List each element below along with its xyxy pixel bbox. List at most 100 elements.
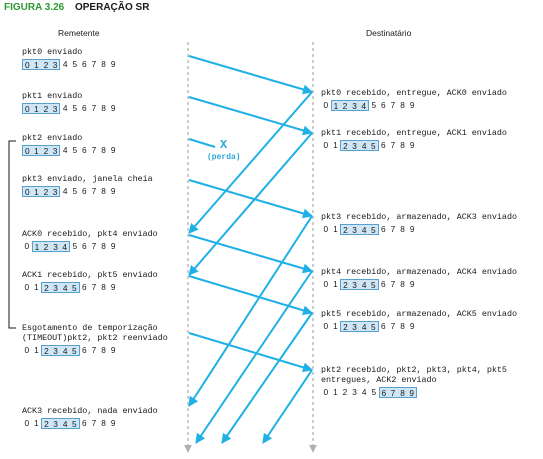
receiver-event-text: pkt1 recebido, entregue, ACK1 enviado <box>321 128 507 138</box>
sequence-number: 4 <box>62 186 68 196</box>
sequence-number: 2 <box>340 100 350 111</box>
sequence-number: 2 <box>41 282 51 293</box>
sequence-number: 5 <box>72 103 78 113</box>
sequence-number: 0 <box>323 100 329 110</box>
sequence-number: 7 <box>91 145 97 155</box>
sequence-number: 2 <box>340 224 350 235</box>
sequence-number: 0 <box>323 224 329 234</box>
sequence-number: 8 <box>101 103 106 113</box>
sequence-number: 4 <box>359 321 369 332</box>
sequence-number: 9 <box>110 241 116 251</box>
sequence-number: 6 <box>82 145 87 155</box>
sequence-number: 4 <box>361 387 367 397</box>
sequence-number: 8 <box>101 345 106 355</box>
sequence-number: 5 <box>368 140 379 151</box>
sequence-number: 6 <box>381 140 386 150</box>
loss-mark: X <box>220 138 228 152</box>
sequence-number: 4 <box>359 140 369 151</box>
sequence-number: 8 <box>101 186 106 196</box>
sequence-number: 8 <box>101 59 106 69</box>
sequence-number: 8 <box>400 224 405 234</box>
pkt2-resend-arrow <box>188 332 313 373</box>
sequence-number: 9 <box>409 140 415 150</box>
sequence-number: 5 <box>69 345 80 356</box>
sequence-number: 3 <box>349 224 360 235</box>
sequence-number: 1 <box>31 186 42 197</box>
sequence-number: 9 <box>110 186 116 196</box>
sequence-number: 5 <box>368 321 379 332</box>
sequence-number: 9 <box>409 100 415 110</box>
sender-event-text: ACK1 recebido, pkt5 enviado <box>22 270 158 280</box>
sequence-number: 2 <box>340 279 350 290</box>
sequence-number: 2 <box>41 345 51 356</box>
sequence-number: 0 <box>323 140 329 150</box>
sender-event-text: ACK3 recebido, nada enviado <box>22 406 158 416</box>
sequence-number: 0 <box>24 282 30 292</box>
ack4-arrow <box>195 270 313 444</box>
sender-event-text: ACK0 recebido, pkt4 enviado <box>22 229 158 239</box>
sequence-number: 7 <box>91 59 97 69</box>
sequence-number: 7 <box>91 241 97 251</box>
sequence-number: 8 <box>397 387 408 398</box>
sequence-number: 3 <box>349 100 360 111</box>
sequence-number: 0 <box>22 145 32 156</box>
figure-title: OPERAÇÃO SR <box>74 2 150 13</box>
sequence-number: 3 <box>50 418 61 429</box>
sequence-number: 4 <box>60 345 70 356</box>
sequence-number: 8 <box>101 241 106 251</box>
sequence-number: 0 <box>22 186 32 197</box>
sequence-number: 4 <box>62 103 68 113</box>
pkt5-arrow <box>188 275 313 316</box>
pkt4-arrow <box>188 234 313 274</box>
sequence-number: 7 <box>388 387 398 398</box>
sender-event-text: pkt2 enviado <box>22 133 83 143</box>
sequence-number: 4 <box>62 145 68 155</box>
sequence-number: 4 <box>359 224 369 235</box>
sequence-number: 0 <box>24 345 30 355</box>
sequence-number: 9 <box>110 59 116 69</box>
pkt0-arrow <box>188 55 313 95</box>
sequence-number: 5 <box>72 241 78 251</box>
sequence-number: 9 <box>110 282 116 292</box>
sequence-number: 0 <box>22 59 32 70</box>
receiver-event-text: pkt4 recebido, armazenado, ACK4 enviado <box>321 267 518 277</box>
receiver-event-text: pkt2 recebido, pkt2, pkt3, pkt4, pkt5 <box>321 365 507 375</box>
sequence-number: 4 <box>60 282 70 293</box>
sequence-number: 6 <box>381 224 386 234</box>
sequence-number: 5 <box>72 59 78 69</box>
sequence-number: 2 <box>41 59 51 70</box>
sequence-number: 9 <box>110 418 116 428</box>
sequence-number: 7 <box>390 140 396 150</box>
sequence-number: 6 <box>82 59 87 69</box>
ack3-arrow <box>188 215 313 407</box>
sequence-number: 0 <box>24 418 30 428</box>
sender-event-text: pkt0 enviado <box>22 47 83 57</box>
sequence-number: 3 <box>349 279 360 290</box>
sequence-number: 1 <box>333 140 338 150</box>
sequence-number: 2 <box>340 321 350 332</box>
sequence-number: 1 <box>333 387 338 397</box>
sequence-number: 3 <box>50 282 61 293</box>
sequence-number: 5 <box>69 282 80 293</box>
receiver-column-heading: Destinatário <box>366 28 412 38</box>
sequence-number: 0 <box>22 103 32 114</box>
sequence-number: 8 <box>400 321 405 331</box>
sequence-number: 9 <box>110 145 116 155</box>
sequence-number: 5 <box>69 418 80 429</box>
sequence-number: 3 <box>50 59 61 70</box>
receiver-event-text: entregues, ACK2 enviado <box>321 375 437 385</box>
loss-label: (perda) <box>207 153 241 162</box>
sequence-number: 1 <box>333 321 338 331</box>
sequence-number: 5 <box>371 387 377 397</box>
sequence-number: 3 <box>50 103 61 114</box>
sequence-number: 4 <box>60 418 70 429</box>
sender-event-text: pkt1 enviado <box>22 91 83 101</box>
sequence-number: 7 <box>91 282 97 292</box>
sequence-number: 1 <box>333 279 338 289</box>
